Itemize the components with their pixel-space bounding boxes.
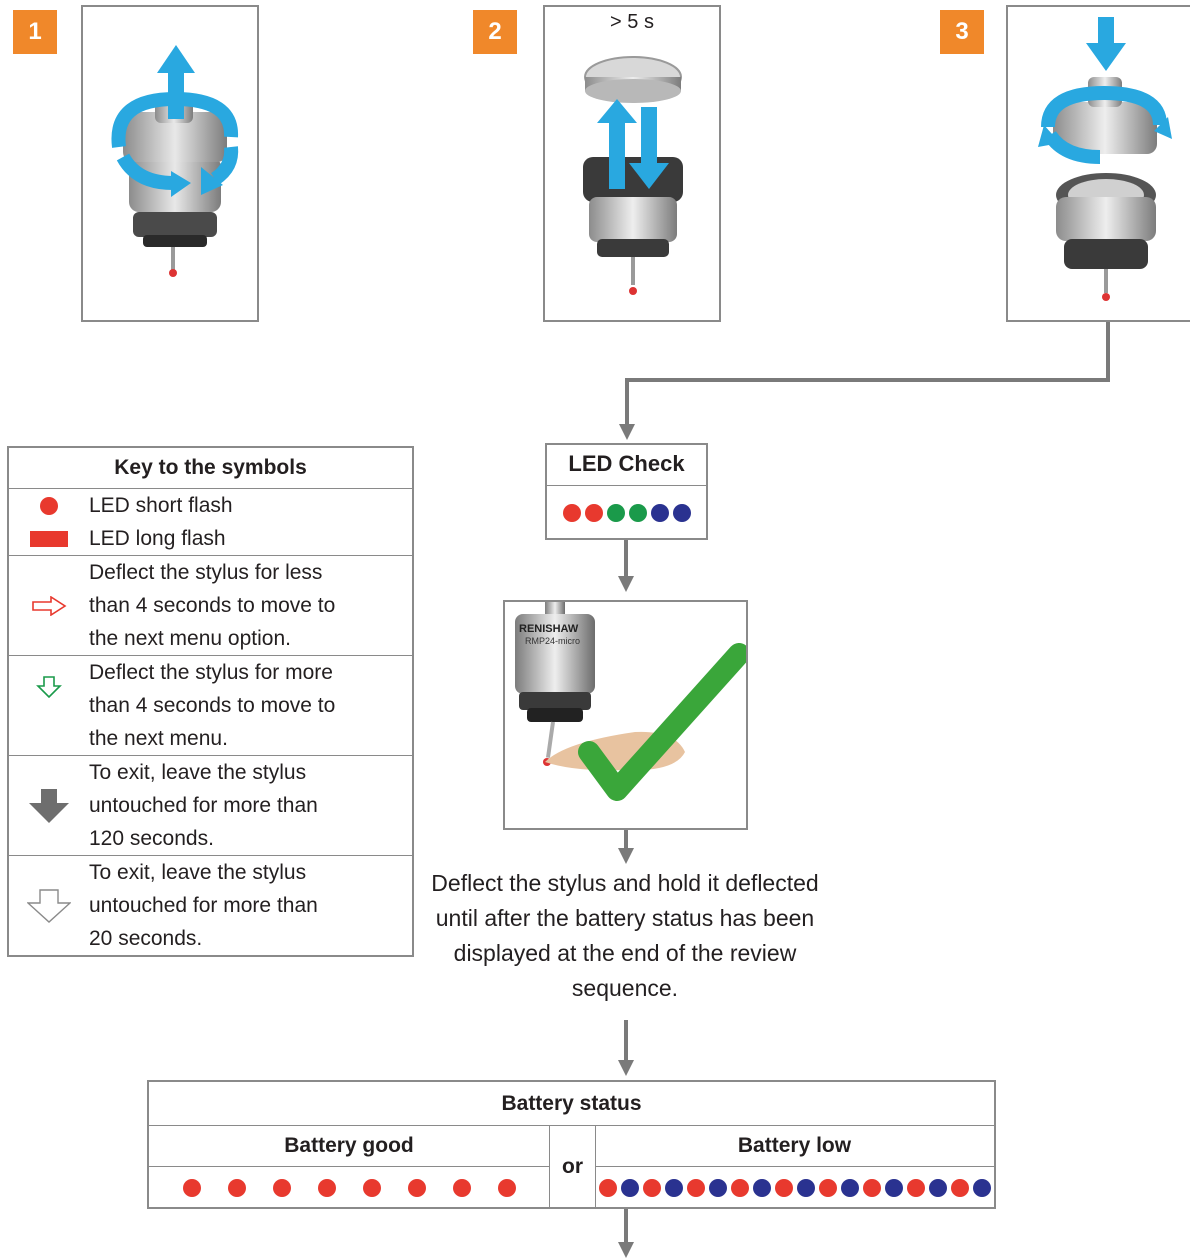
battery-low-blue-dot xyxy=(928,1178,947,1197)
step-3-illustration xyxy=(1006,5,1190,322)
battery-good-red-dot xyxy=(227,1178,246,1197)
key-text: 120 seconds. xyxy=(89,827,214,850)
step-2-illustration: > 5 s xyxy=(543,5,721,322)
led-check-green-dot xyxy=(606,504,625,522)
battery-low-blue-dot xyxy=(708,1178,727,1197)
connector-to-led-check xyxy=(625,378,629,428)
key-text: untouched for more than xyxy=(89,794,318,817)
led-check-green-dot xyxy=(628,504,647,522)
step-number-3: 3 xyxy=(940,10,984,54)
battery-low-red-dot xyxy=(598,1178,617,1197)
connector-arrowhead xyxy=(618,1242,634,1258)
battery-low-red-dot xyxy=(686,1178,705,1197)
connector-arrowhead xyxy=(618,848,634,864)
battery-low-red-dot xyxy=(906,1178,925,1197)
key-text: Deflect the stylus for less xyxy=(89,561,323,584)
connector-exit xyxy=(624,1209,628,1243)
connector-led-to-photo xyxy=(624,540,628,578)
connector-arrowhead xyxy=(618,576,634,592)
probe-unscrew-illustration xyxy=(111,45,239,277)
key-text: untouched for more than xyxy=(89,894,318,917)
green-outline-arrow-down-icon xyxy=(9,656,89,755)
battery-good-red-dot xyxy=(317,1178,336,1197)
led-check-box: LED Check xyxy=(545,443,708,540)
battery-low-red-dot xyxy=(774,1178,793,1197)
key-row-exit-20: To exit, leave the stylus untouched for … xyxy=(9,856,412,955)
battery-low-red-dot xyxy=(730,1178,749,1197)
battery-low-column: Battery low xyxy=(595,1126,994,1208)
connector-photo-to-text xyxy=(624,830,628,850)
battery-low-red-dot xyxy=(642,1178,661,1197)
key-row-short-deflect: Deflect the stylus for less than 4 secon… xyxy=(9,556,412,656)
key-row-short-flash: LED short flash xyxy=(9,489,412,522)
battery-low-red-dot xyxy=(950,1178,969,1197)
battery-low-red-dot xyxy=(862,1178,881,1197)
key-text: 20 seconds. xyxy=(89,927,203,950)
key-text: LED short flash xyxy=(89,494,233,517)
key-text: than 4 seconds to move to xyxy=(89,694,336,717)
led-check-title: LED Check xyxy=(547,445,706,486)
led-long-flash-icon xyxy=(9,522,89,555)
key-text: To exit, leave the stylus xyxy=(89,761,307,784)
key-row-exit-120: To exit, leave the stylus untouched for … xyxy=(9,756,412,856)
battery-or-label: or xyxy=(549,1126,596,1208)
battery-good-red-dot xyxy=(272,1178,291,1197)
led-short-flash-icon xyxy=(9,489,89,522)
battery-good-column: Battery good xyxy=(149,1126,549,1208)
battery-low-blue-dot xyxy=(884,1178,903,1197)
outline-grey-arrow-down-icon xyxy=(9,856,89,955)
battery-low-blue-dot xyxy=(972,1178,991,1197)
connector-arrowhead xyxy=(618,1060,634,1076)
led-check-red-dot xyxy=(562,504,581,522)
connector-step3-down xyxy=(1106,322,1110,382)
step-number-1: 1 xyxy=(13,10,57,54)
led-check-sequence xyxy=(547,486,706,540)
connector-text-to-battery xyxy=(624,1020,628,1060)
led-check-blue-dot xyxy=(650,504,669,522)
led-check-red-dot xyxy=(584,504,603,522)
key-text: Deflect the stylus for more xyxy=(89,661,333,684)
battery-low-sequence xyxy=(595,1167,994,1208)
step-number-2: 2 xyxy=(473,10,517,54)
connector-horizontal xyxy=(625,378,1110,382)
battery-good-label: Battery good xyxy=(149,1126,549,1167)
symbol-key-table: Key to the symbols LED short flash LED l… xyxy=(7,446,414,957)
stylus-deflect-illustration: RENISHAW RMP24-micro xyxy=(515,602,750,801)
battery-status-title: Battery status xyxy=(149,1082,994,1126)
battery-good-red-dot xyxy=(407,1178,426,1197)
battery-low-blue-dot xyxy=(620,1178,639,1197)
battery-low-blue-dot xyxy=(840,1178,859,1197)
step-2-duration-label: > 5 s xyxy=(610,11,654,33)
battery-low-blue-dot xyxy=(664,1178,683,1197)
connector-arrowhead xyxy=(619,424,635,440)
battery-remove-illustration xyxy=(583,56,683,295)
battery-low-red-dot xyxy=(818,1178,837,1197)
key-text: the next menu option. xyxy=(89,627,291,650)
solid-grey-arrow-down-icon xyxy=(9,756,89,855)
key-title: Key to the symbols xyxy=(9,448,412,489)
battery-good-red-dot xyxy=(497,1178,516,1197)
battery-low-blue-dot xyxy=(796,1178,815,1197)
key-row-long-flash: LED long flash xyxy=(9,522,412,556)
battery-good-red-dot xyxy=(452,1178,471,1197)
instruction-text: Deflect the stylus and hold it deflected… xyxy=(431,870,819,1001)
stylus-deflect-photo: RENISHAW RMP24-micro xyxy=(503,600,750,830)
key-text: To exit, leave the stylus xyxy=(89,861,307,884)
battery-insert-illustration xyxy=(1038,17,1172,301)
key-text: LED long flash xyxy=(89,527,226,550)
red-outline-arrow-right-icon xyxy=(9,556,89,655)
step-1-illustration xyxy=(81,5,259,322)
battery-status-table: Battery status Battery good or Battery l… xyxy=(147,1080,996,1209)
battery-good-red-dot xyxy=(182,1178,201,1197)
battery-low-label: Battery low xyxy=(595,1126,994,1167)
key-row-long-deflect: Deflect the stylus for more than 4 secon… xyxy=(9,656,412,756)
battery-good-red-dot xyxy=(362,1178,381,1197)
battery-good-sequence xyxy=(149,1167,549,1208)
key-text: the next menu. xyxy=(89,727,228,750)
battery-low-blue-dot xyxy=(752,1178,771,1197)
key-text: than 4 seconds to move to xyxy=(89,594,336,617)
photo-model-text: RMP24-micro xyxy=(525,636,580,646)
photo-brand-text: RENISHAW xyxy=(519,623,579,635)
led-check-blue-dot xyxy=(672,504,691,522)
